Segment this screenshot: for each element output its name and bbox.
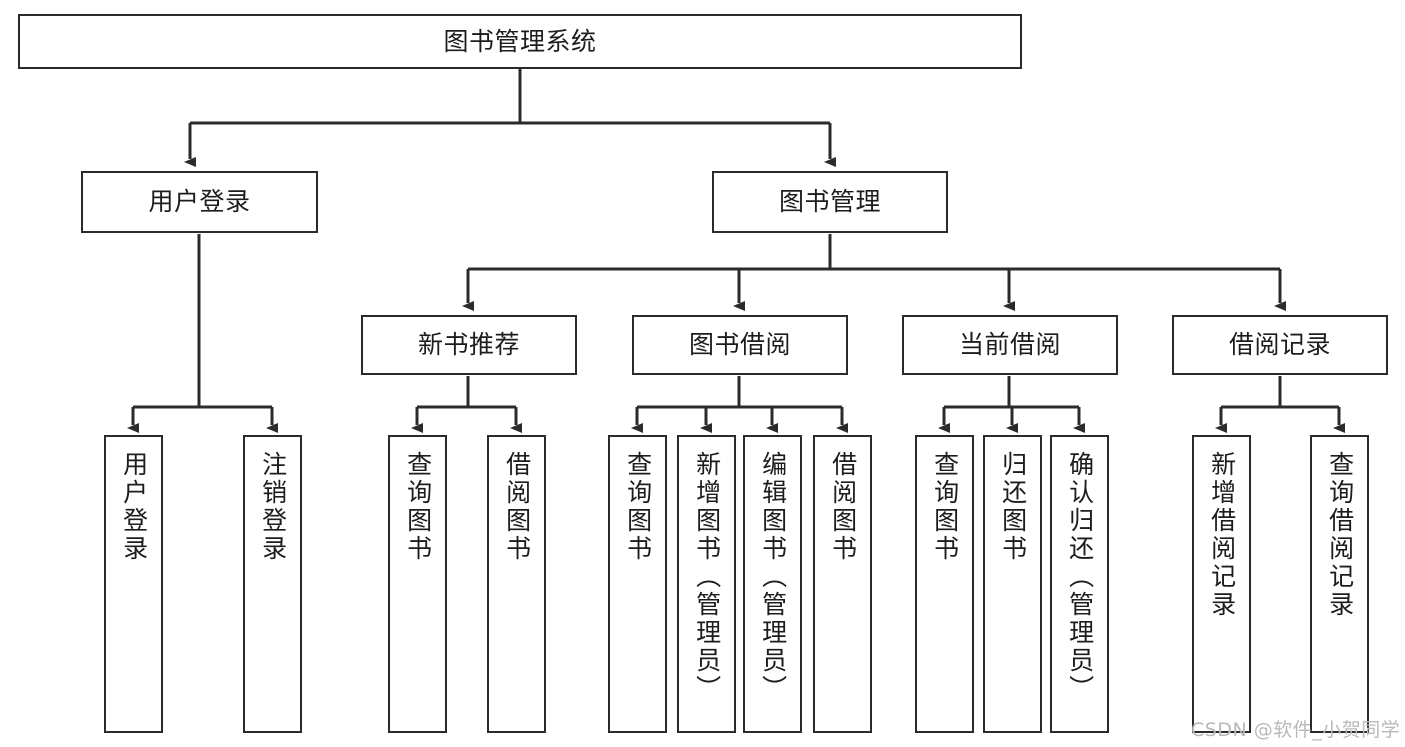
node-user-login[interactable]: 用户登录 xyxy=(81,171,318,233)
node-borrow-record[interactable]: 借阅记录 xyxy=(1172,315,1388,375)
node-label: 注销登录 xyxy=(258,451,288,563)
node-leaf-logout[interactable]: 注销登录 xyxy=(243,435,302,733)
node-book-borrow[interactable]: 图书借阅 xyxy=(632,315,848,375)
node-label: 图书借阅 xyxy=(688,330,791,360)
node-leaf-borrow-book-1[interactable]: 借阅图书 xyxy=(487,435,546,733)
node-label: 图书管理 xyxy=(778,187,881,217)
node-leaf-query-record[interactable]: 查询借阅记录 xyxy=(1310,435,1369,733)
node-leaf-return-book[interactable]: 归还图书 xyxy=(983,435,1042,733)
node-label: 借阅图书 xyxy=(502,451,532,563)
node-label: 图书管理系统 xyxy=(443,26,597,56)
node-leaf-add-book[interactable]: 新增图书（管理员） xyxy=(677,435,736,733)
node-book-management[interactable]: 图书管理 xyxy=(712,171,948,233)
node-leaf-query-book-1[interactable]: 查询图书 xyxy=(388,435,447,733)
node-label: 查询借阅记录 xyxy=(1325,451,1355,619)
node-leaf-confirm-return[interactable]: 确认归还（管理员） xyxy=(1050,435,1109,733)
node-label: 借阅图书 xyxy=(828,451,858,563)
node-label: 查询图书 xyxy=(403,451,433,563)
node-label: 查询图书 xyxy=(623,451,653,563)
node-leaf-user-login[interactable]: 用户登录 xyxy=(104,435,163,733)
node-new-book-recommend[interactable]: 新书推荐 xyxy=(361,315,577,375)
node-label: 用户登录 xyxy=(119,451,149,563)
node-label: 用户登录 xyxy=(148,187,251,217)
node-label: 查询图书 xyxy=(930,451,960,563)
node-label: 当前借阅 xyxy=(958,330,1061,360)
node-label: 确认归还（管理员） xyxy=(1065,451,1095,703)
csdn-watermark: CSDN @软件_小贺同学 xyxy=(1191,719,1401,741)
node-current-borrow[interactable]: 当前借阅 xyxy=(902,315,1118,375)
node-label: 借阅记录 xyxy=(1228,330,1331,360)
node-label: 新书推荐 xyxy=(417,330,520,360)
node-leaf-query-book-2[interactable]: 查询图书 xyxy=(608,435,667,733)
node-leaf-query-book-3[interactable]: 查询图书 xyxy=(915,435,974,733)
node-label: 新增借阅记录 xyxy=(1207,451,1237,619)
node-root-book-management-system[interactable]: 图书管理系统 xyxy=(18,14,1022,69)
node-label: 归还图书 xyxy=(998,451,1028,563)
node-leaf-borrow-book-2[interactable]: 借阅图书 xyxy=(813,435,872,733)
node-label: 编辑图书（管理员） xyxy=(758,451,788,703)
node-leaf-edit-book[interactable]: 编辑图书（管理员） xyxy=(743,435,802,733)
node-label: 新增图书（管理员） xyxy=(692,451,722,703)
node-leaf-add-record[interactable]: 新增借阅记录 xyxy=(1192,435,1251,733)
